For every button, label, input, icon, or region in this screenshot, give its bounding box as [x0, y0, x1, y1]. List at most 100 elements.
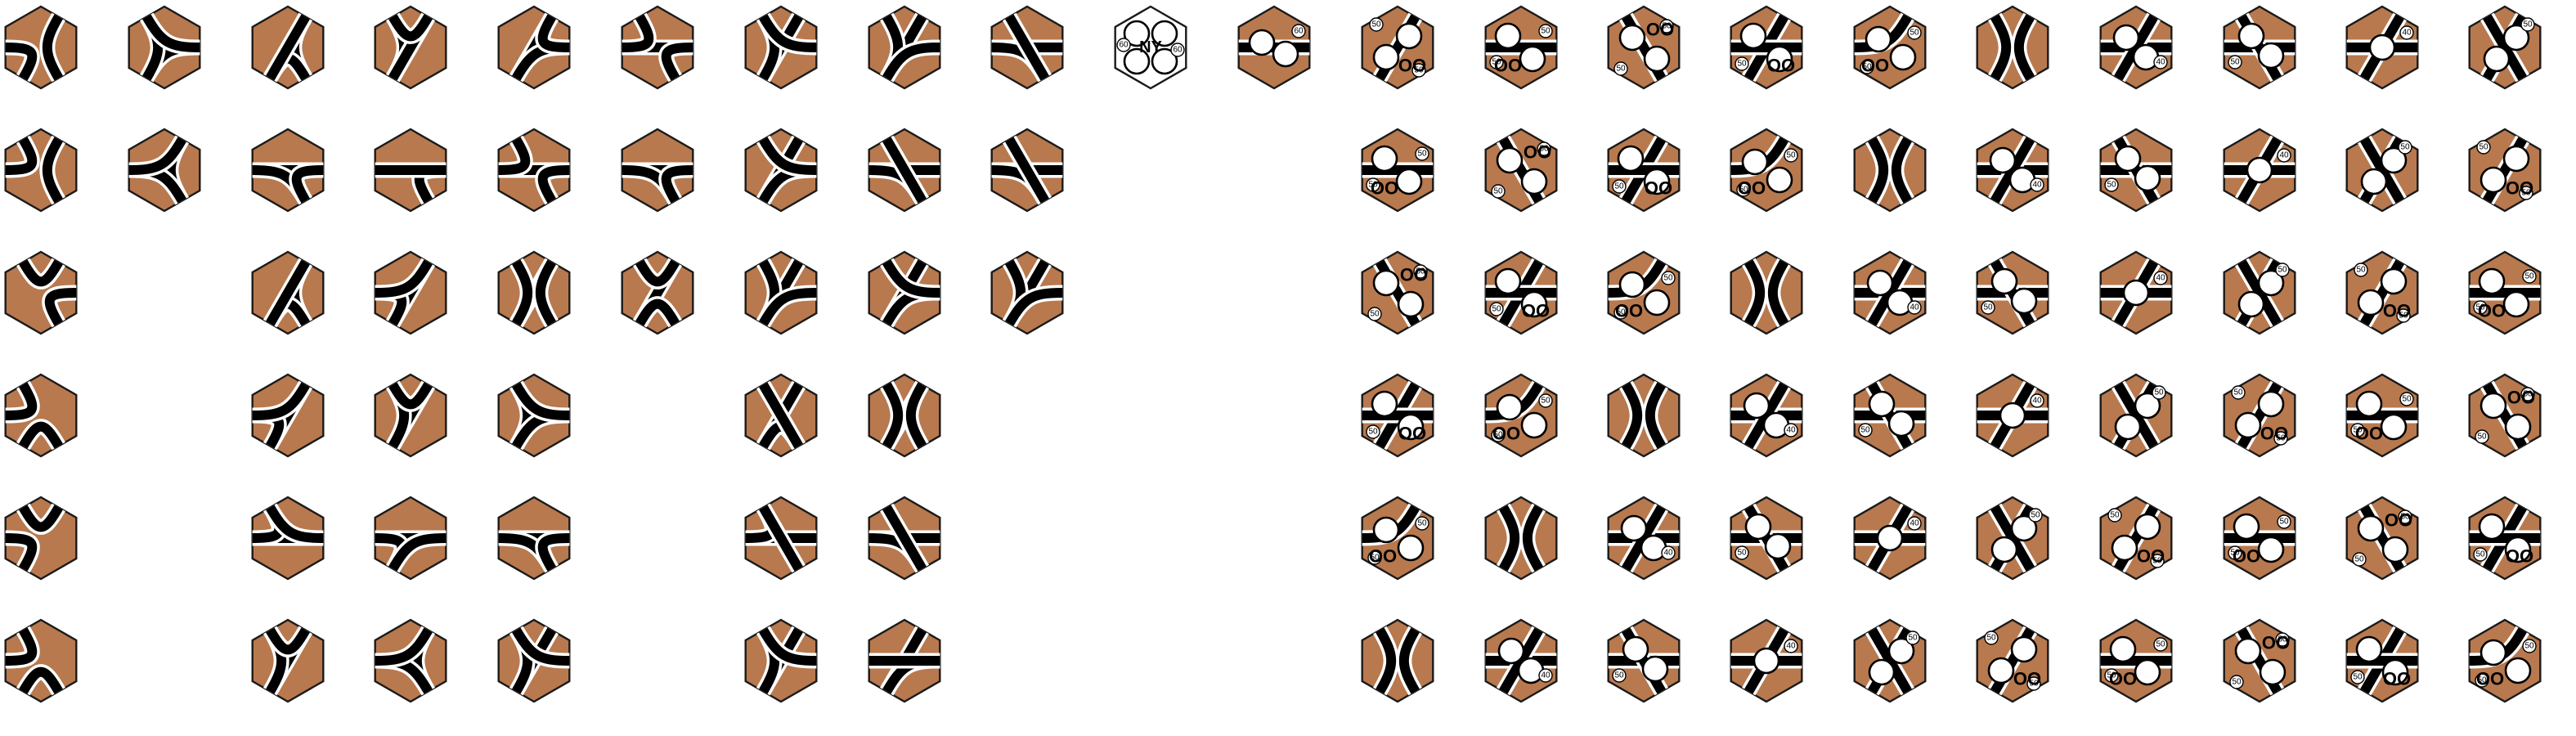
city-tile[interactable]: 50: [1976, 496, 2049, 581]
city-tile[interactable]: 40: [1976, 373, 2049, 458]
track-tile[interactable]: [374, 373, 447, 458]
city-tile[interactable]: 40: [2345, 5, 2419, 90]
track-tile[interactable]: [497, 496, 571, 581]
city-tile[interactable]: 50: [2099, 128, 2173, 213]
city-tile[interactable]: 40: [1853, 250, 1927, 335]
track-tile[interactable]: [744, 618, 818, 703]
track-tile[interactable]: [4, 496, 78, 581]
track-tile[interactable]: [251, 5, 325, 90]
track-tile[interactable]: [374, 250, 447, 335]
track-tile[interactable]: [497, 618, 571, 703]
track-tile[interactable]: [868, 128, 941, 213]
city-tile[interactable]: 40: [2099, 250, 2173, 335]
track-tile[interactable]: [868, 496, 941, 581]
track-tile[interactable]: [251, 373, 325, 458]
city-tile[interactable]: 50: [1853, 618, 1927, 703]
track-tile[interactable]: [251, 128, 325, 213]
track-tile[interactable]: [497, 128, 571, 213]
track-tile[interactable]: [621, 250, 694, 335]
track-tile[interactable]: [374, 496, 447, 581]
track-tile[interactable]: [251, 250, 325, 335]
track-tile[interactable]: [868, 618, 941, 703]
track-tile[interactable]: [497, 250, 571, 335]
track-tile[interactable]: [990, 128, 1064, 213]
city-tile[interactable]: 40: [1853, 496, 1927, 581]
track-tile[interactable]: [128, 5, 201, 90]
city-tile[interactable]: 50: [2223, 250, 2296, 335]
track-tile[interactable]: [4, 5, 78, 90]
city-tile[interactable]: [1484, 496, 1558, 581]
track-tile[interactable]: [251, 496, 325, 581]
city-tile[interactable]: 40: [1607, 496, 1681, 581]
city-tile[interactable]: 40: [1730, 373, 1803, 458]
track-tile[interactable]: [4, 618, 78, 703]
track-tile[interactable]: [744, 250, 818, 335]
city-tile[interactable]: 40: [2223, 128, 2296, 213]
city-tile[interactable]: [1607, 373, 1681, 458]
city-tile[interactable]: 50: [1607, 618, 1681, 703]
track-tile[interactable]: [374, 128, 447, 213]
track-tile[interactable]: [374, 5, 447, 90]
track-tile[interactable]: [744, 5, 818, 90]
track-tile[interactable]: [744, 373, 818, 458]
city-tile[interactable]: 40: [1976, 128, 2049, 213]
track-tile[interactable]: [374, 618, 447, 703]
track-tile[interactable]: [4, 128, 78, 213]
city-tile[interactable]: 40: [2099, 5, 2173, 90]
track-tile[interactable]: [621, 128, 694, 213]
city-tile[interactable]: 50: [2223, 5, 2296, 90]
track-tile[interactable]: [251, 618, 325, 703]
track-tile[interactable]: [990, 5, 1064, 90]
city-tile[interactable]: [1976, 5, 2049, 90]
track-tile[interactable]: [868, 5, 941, 90]
track-tile[interactable]: [868, 250, 941, 335]
city-tile[interactable]: 50: [1976, 250, 2049, 335]
track-tile[interactable]: [128, 128, 201, 213]
city-tile[interactable]: 50: [2345, 128, 2419, 213]
track-tile[interactable]: [621, 5, 694, 90]
city-tile[interactable]: [1853, 128, 1927, 213]
city-tile[interactable]: 40: [1484, 618, 1558, 703]
city-tile[interactable]: [1361, 618, 1434, 703]
track-tile[interactable]: [497, 373, 571, 458]
city-tile[interactable]: 50: [1730, 496, 1803, 581]
city-tile[interactable]: 40: [1730, 618, 1803, 703]
city-tile[interactable]: 50: [1853, 373, 1927, 458]
track-tile[interactable]: [990, 250, 1064, 335]
city-tile[interactable]: 50: [2099, 373, 2173, 458]
track-tile[interactable]: [4, 373, 78, 458]
city-tile[interactable]: 50: [2468, 5, 2542, 90]
city-tile[interactable]: [1730, 250, 1803, 335]
track-tile[interactable]: [497, 5, 571, 90]
track-tile[interactable]: [868, 373, 941, 458]
city-tile[interactable]: 60: [1237, 5, 1311, 90]
